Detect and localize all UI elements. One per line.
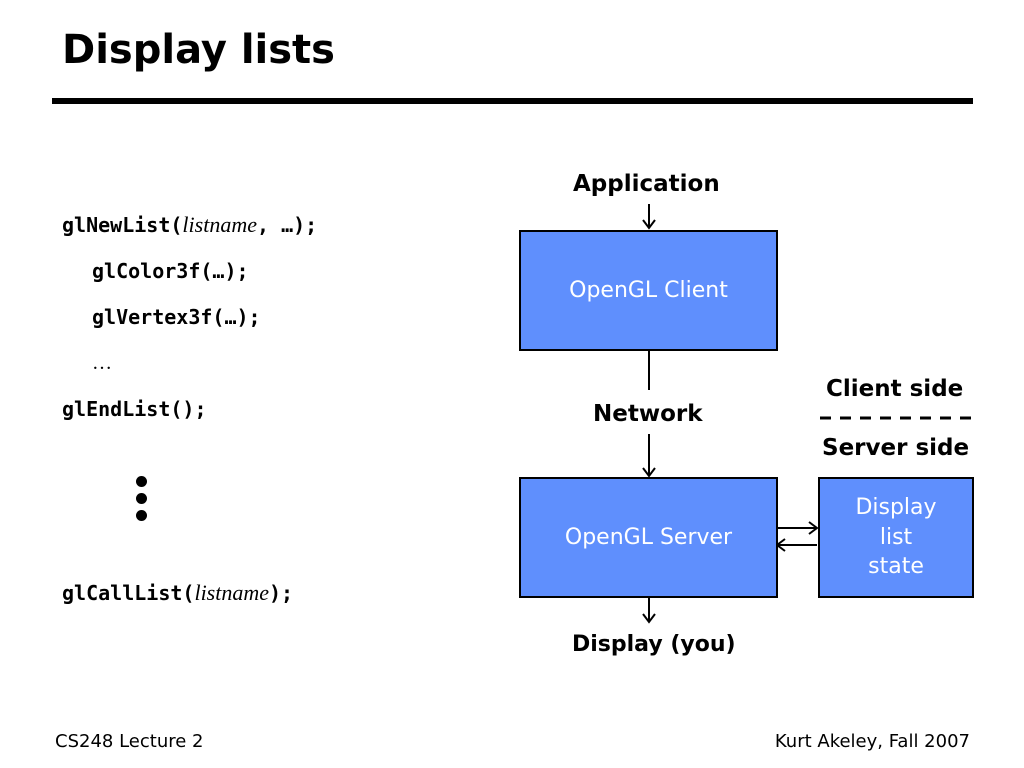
code-calllist-fn: glCallList(	[62, 581, 195, 605]
code-color-line: glColor3f(…);	[92, 259, 249, 283]
client-side-label: Client side	[826, 376, 964, 402]
opengl-server-label: OpenGL Server	[564, 524, 733, 550]
code-newlist-arg: listname	[182, 212, 257, 237]
state-box-line: list	[879, 524, 913, 550]
code-ellipsis-line: …	[92, 352, 112, 373]
arrowhead	[642, 219, 656, 230]
code-calllist-line: glCallList(listname);	[62, 582, 293, 604]
opengl-client-label: OpenGL Client	[569, 277, 728, 303]
slide-title: Display lists	[62, 27, 335, 73]
footer-course: CS248 Lecture 2	[55, 731, 204, 752]
state-box-line: state	[868, 554, 924, 580]
display-list-state-box: Display list state	[818, 477, 974, 598]
network-label: Network	[593, 401, 703, 427]
state-box-line: Display	[855, 494, 937, 520]
code-newlist-rest: , …);	[256, 213, 318, 237]
code-calllist-rest: );	[269, 581, 294, 605]
arrowhead	[642, 467, 656, 478]
code-newlist-fn: glNewList(	[62, 213, 183, 237]
code-calllist-arg: listname	[194, 580, 270, 605]
code-vertex-line: glVertex3f(…);	[92, 305, 261, 329]
opengl-server-box: OpenGL Server	[519, 477, 778, 598]
opengl-client-box: OpenGL Client	[519, 230, 778, 351]
application-label: Application	[573, 171, 720, 197]
display-label: Display (you)	[572, 632, 736, 657]
vertical-ellipsis-dot	[136, 476, 147, 487]
code-newlist-line: glNewList(listname, …);	[62, 214, 317, 236]
code-ellipsis: …	[92, 352, 112, 374]
code-endlist-line: glEndList();	[62, 397, 207, 421]
footer-author: Kurt Akeley, Fall 2007	[774, 731, 970, 752]
arrowhead	[642, 613, 656, 624]
arrowhead	[808, 521, 819, 535]
server-side-label: Server side	[822, 435, 970, 461]
vertical-ellipsis-dot	[136, 510, 147, 521]
vertical-ellipsis-dot	[136, 493, 147, 504]
title-rule	[52, 98, 973, 104]
